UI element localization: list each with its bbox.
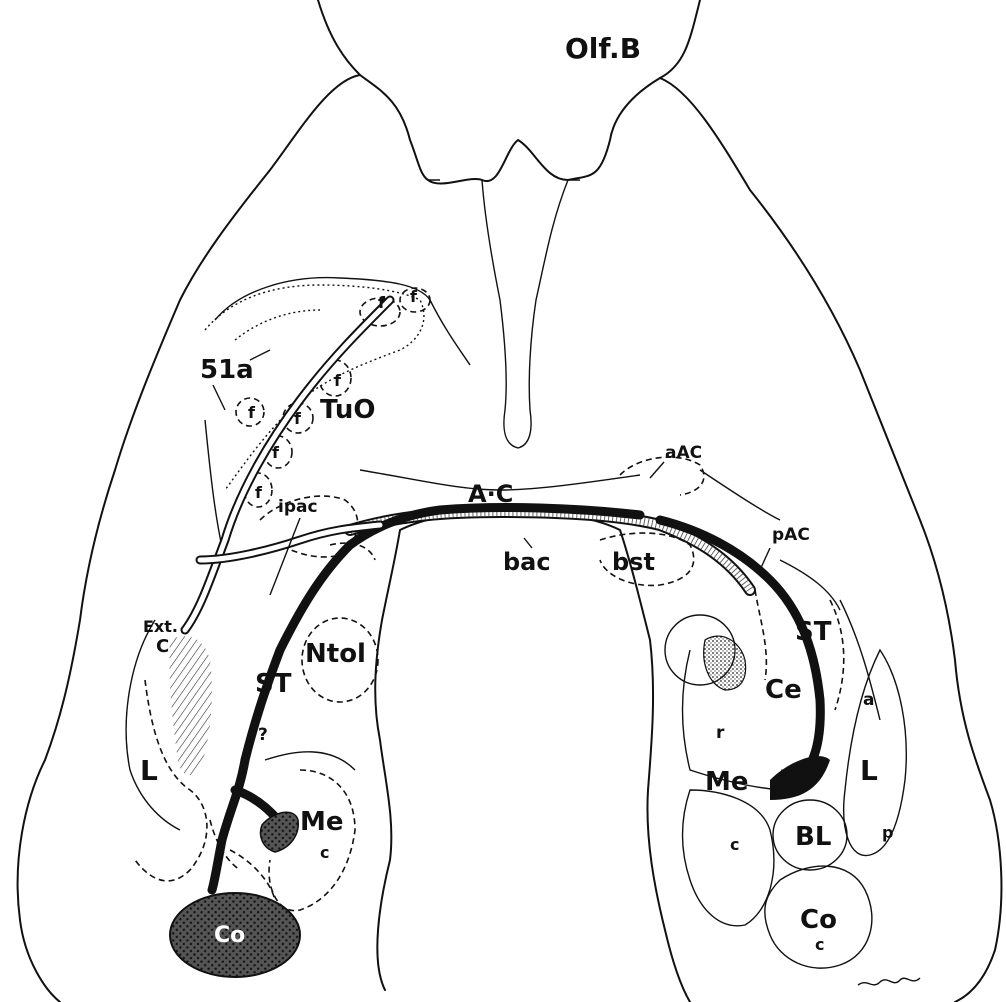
label-aac: aAC — [665, 443, 702, 463]
label-ext-c: C — [156, 636, 169, 657]
label-f-7: f — [255, 483, 263, 502]
label-r: r — [716, 723, 725, 743]
label-f-4: f — [294, 409, 302, 428]
label-st-right: ST — [795, 617, 832, 647]
label-bl: BL — [795, 822, 831, 852]
label-a-right: a — [863, 690, 874, 710]
label-c-right-mid: c — [730, 835, 739, 854]
left-structures — [126, 278, 470, 911]
label-f-6: f — [272, 443, 280, 462]
label-ce: Ce — [765, 675, 802, 705]
right-structures — [600, 457, 906, 968]
label-51a: 51a — [200, 355, 254, 385]
label-ntol: Ntol — [305, 639, 366, 669]
label-l-right: L — [860, 754, 878, 787]
label-ext: Ext. — [143, 617, 178, 636]
label-ic: ic — [780, 767, 794, 785]
label-p: p — [882, 823, 893, 842]
label-me-right: Me — [705, 767, 749, 797]
label-bac: bac — [503, 548, 551, 576]
label-f-1: f — [378, 293, 386, 312]
label-a-c: A·C — [468, 480, 513, 508]
label-ipac: ipac — [278, 497, 318, 517]
label-co-right: Co — [800, 905, 837, 935]
me-left-fill — [261, 812, 299, 852]
label-co-left: Co — [214, 923, 245, 948]
label-c-left: c — [320, 843, 329, 862]
label-c-right-low: c — [815, 935, 824, 954]
label-f-3: f — [334, 371, 342, 390]
label-f-5: f — [248, 403, 256, 422]
label-f-2: f — [410, 287, 418, 306]
left-l-hatch — [169, 636, 211, 775]
label-tuo: TuO — [320, 395, 376, 425]
artist-signature — [858, 978, 920, 985]
label-me-left: Me — [300, 807, 344, 837]
label-pac: pAC — [772, 525, 810, 545]
ce-right-fill — [704, 636, 746, 690]
labels: Olf.B 51a TuO f f f f f f f ipac A·C aAC… — [140, 32, 893, 954]
left-efferent-tracts — [185, 300, 390, 890]
label-bst: bst — [612, 548, 655, 576]
label-l-left: L — [140, 754, 158, 787]
label-question: ? — [258, 725, 268, 745]
label-olf-b: Olf.B — [565, 32, 641, 65]
label-st-left: ST — [255, 669, 292, 699]
